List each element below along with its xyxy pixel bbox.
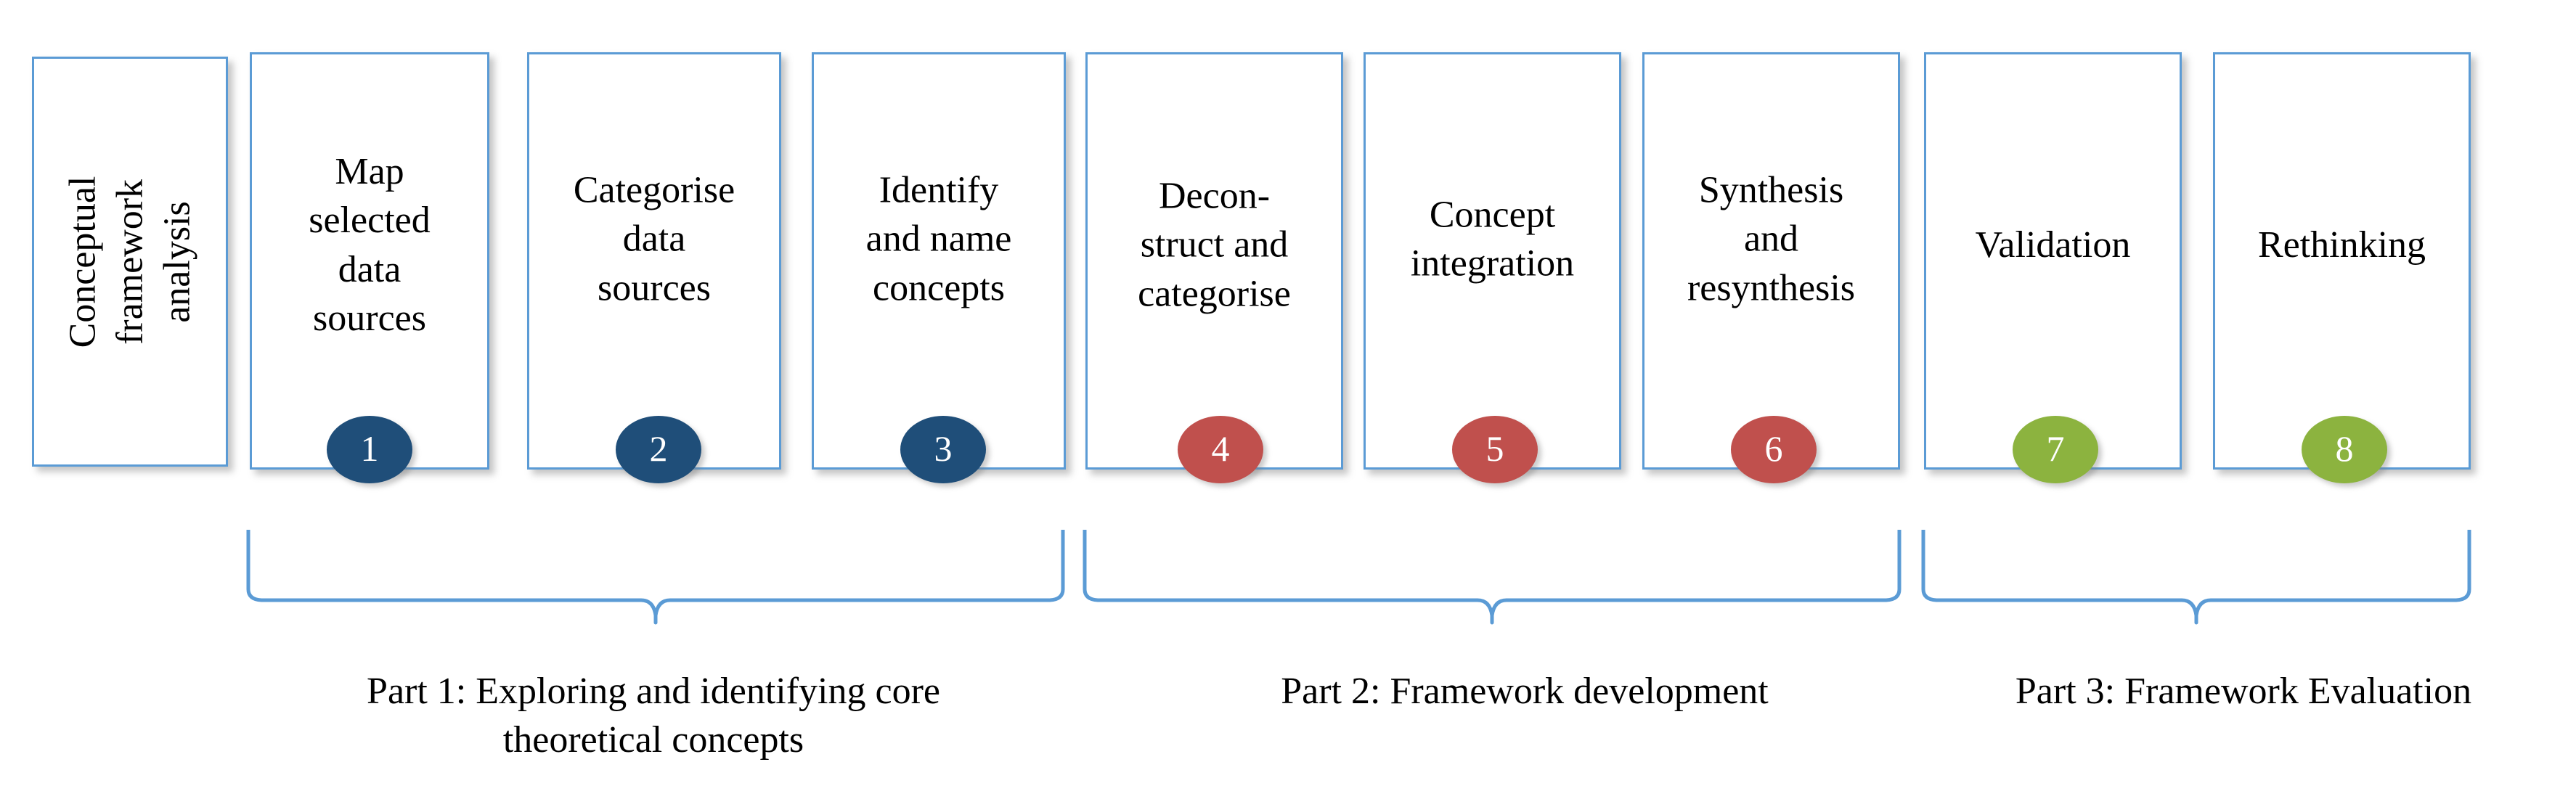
step-box-6[interactable]: Synthesis and resynthesis — [1642, 52, 1900, 470]
step-badge-8[interactable]: 8 — [2302, 416, 2387, 483]
step-box-5-label: Concept integration — [1366, 190, 1619, 288]
step-box-4-label: Decon- struct and categorise — [1088, 171, 1341, 319]
brace-part-3 — [1920, 530, 2472, 625]
brace-part-1 — [245, 530, 1066, 625]
step-box-2[interactable]: Categorise data sources — [527, 52, 781, 470]
step-1-line-2: selected — [309, 199, 431, 241]
vertical-label-line-1: Conceptual — [62, 176, 104, 348]
step-badge-6-number: 6 — [1764, 427, 1783, 469]
part-3-caption: Part 3: Framework Evaluation — [1917, 668, 2570, 716]
step-badge-7[interactable]: 7 — [2013, 416, 2098, 483]
step-4-line-1: Decon- — [1158, 175, 1271, 217]
step-box-1[interactable]: Map selected data sources — [250, 52, 489, 470]
brace-part-2-shape — [1083, 530, 1902, 625]
step-box-6-label: Synthesis and resynthesis — [1644, 165, 1898, 313]
step-box-3-label: Identify and name concepts — [814, 165, 1064, 313]
step-box-7[interactable]: Validation — [1924, 52, 2182, 470]
brace-part-2 — [1082, 530, 1902, 625]
step-2-line-1: Categorise — [573, 169, 735, 211]
step-badge-4-number: 4 — [1211, 427, 1230, 469]
step-box-4[interactable]: Decon- struct and categorise — [1085, 52, 1343, 470]
step-3-line-1: Identify — [879, 169, 999, 211]
step-badge-4[interactable]: 4 — [1178, 416, 1263, 483]
part-1-caption-line-1: Part 1: Exploring and identifying core — [367, 671, 940, 712]
step-1-line-4: sources — [313, 298, 426, 340]
step-badge-1[interactable]: 1 — [327, 416, 412, 483]
step-4-line-3: categorise — [1138, 273, 1291, 315]
step-box-8[interactable]: Rethinking — [2213, 52, 2471, 470]
part-1-caption-line-2: theoretical concepts — [502, 718, 804, 761]
part-2-caption: Part 2: Framework development — [1154, 668, 1895, 716]
step-badge-6[interactable]: 6 — [1731, 416, 1817, 483]
step-box-8-label: Rethinking — [2215, 221, 2469, 270]
step-badge-2-number: 2 — [649, 427, 668, 469]
step-badge-2[interactable]: 2 — [616, 416, 701, 483]
step-badge-3[interactable]: 3 — [900, 416, 986, 483]
step-1-line-1: Map — [335, 150, 404, 192]
step-box-1-label: Map selected data sources — [252, 147, 487, 343]
part-2-caption-line-1: Part 2: Framework development — [1281, 671, 1769, 712]
step-6-line-1: Synthesis — [1698, 169, 1844, 211]
vertical-label-line-2: framework — [109, 179, 151, 345]
step-8-line-1: Rethinking — [2257, 224, 2426, 266]
step-2-line-2: data — [622, 218, 686, 260]
vertical-label-line-3: analysis — [156, 200, 198, 323]
step-box-7-label: Validation — [1926, 221, 2180, 270]
brace-part-3-shape — [1921, 530, 2471, 625]
step-6-line-3: resynthesis — [1687, 267, 1856, 309]
step-badge-3-number: 3 — [934, 427, 953, 469]
step-5-line-1: Concept — [1429, 193, 1556, 235]
step-3-line-3: concepts — [873, 267, 1005, 309]
part-1-caption: Part 1: Exploring and identifying core t… — [138, 668, 1169, 764]
step-2-line-3: sources — [598, 267, 711, 309]
step-1-line-3: data — [338, 248, 402, 290]
step-badge-8-number: 8 — [2335, 427, 2354, 469]
step-box-5[interactable]: Concept integration — [1364, 52, 1621, 470]
step-7-line-1: Validation — [1975, 224, 2131, 266]
step-3-line-2: and name — [865, 218, 1012, 260]
conceptual-framework-analysis-label: Conceptual framework analysis — [60, 176, 201, 348]
step-badge-7-number: 7 — [2046, 427, 2065, 469]
step-badge-1-number: 1 — [360, 427, 379, 469]
conceptual-framework-analysis-box[interactable]: Conceptual framework analysis — [32, 57, 228, 467]
part-3-caption-line-1: Part 3: Framework Evaluation — [2015, 671, 2472, 712]
step-6-line-2: and — [1743, 218, 1799, 260]
brace-part-1-shape — [246, 530, 1065, 625]
step-box-3[interactable]: Identify and name concepts — [812, 52, 1066, 470]
step-4-line-2: struct and — [1140, 224, 1289, 266]
step-badge-5[interactable]: 5 — [1452, 416, 1538, 483]
step-badge-5-number: 5 — [1485, 427, 1504, 469]
step-5-line-2: integration — [1410, 242, 1575, 284]
step-box-2-label: Categorise data sources — [529, 165, 779, 313]
